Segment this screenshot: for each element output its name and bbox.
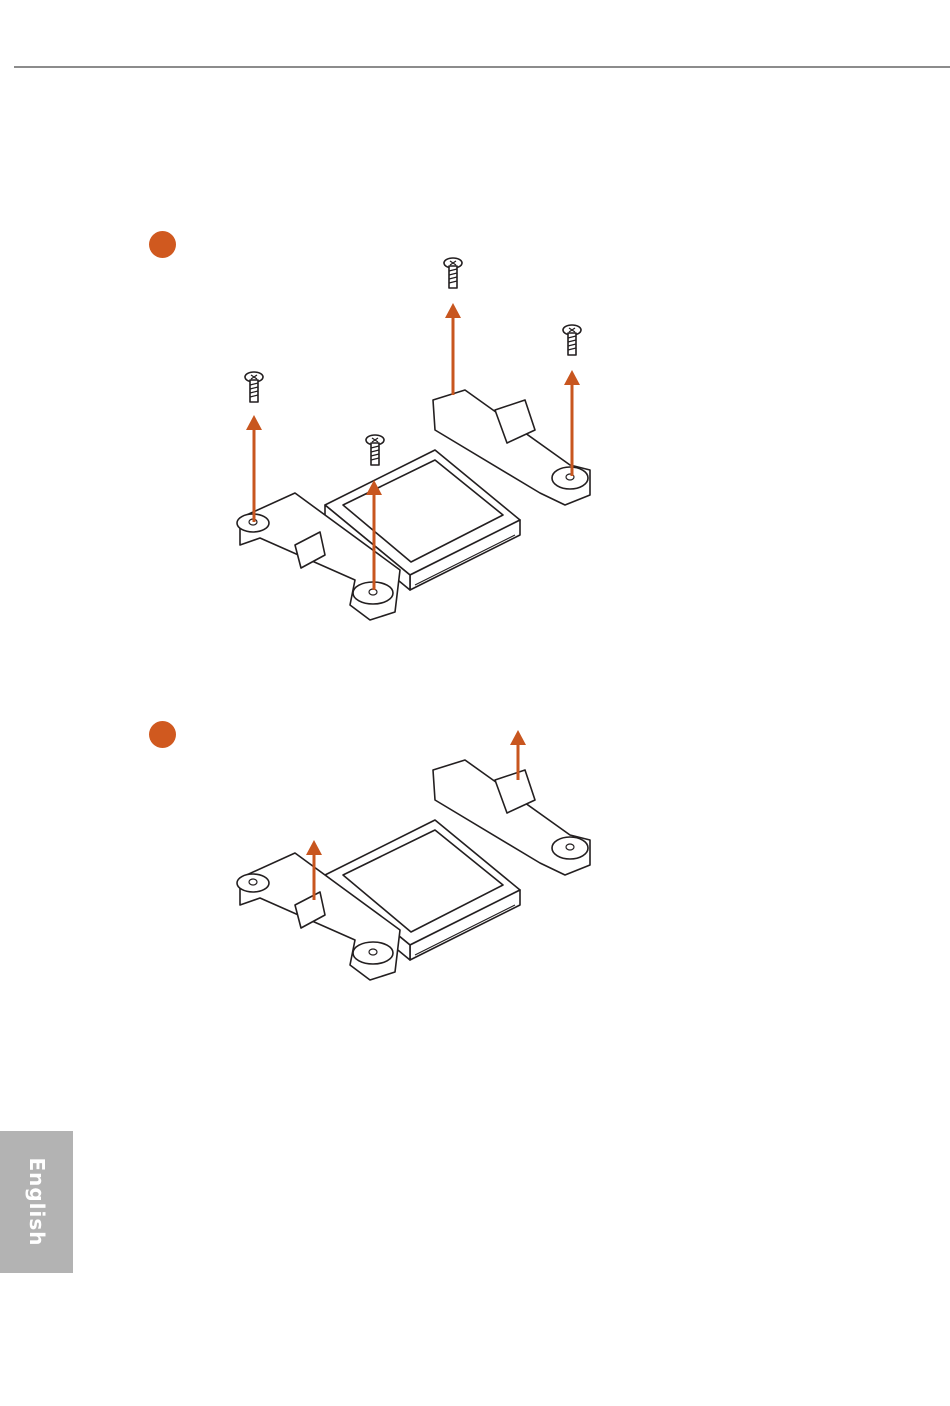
figure-remove-screws (225, 250, 605, 630)
screw-icon (563, 325, 581, 355)
header-rule (14, 66, 950, 68)
language-tab: English (0, 1131, 73, 1273)
step-2-marker (149, 721, 176, 748)
screw-icon (366, 435, 384, 465)
arrow-up-icon (445, 303, 461, 395)
arrow-up-icon (246, 415, 262, 522)
screw-icon (444, 258, 462, 288)
language-tab-label: English (25, 1157, 49, 1246)
figure-lift-modules (225, 720, 605, 990)
screw-icon (245, 372, 263, 402)
step-1-marker (149, 231, 176, 258)
arrow-up-icon (564, 370, 580, 476)
